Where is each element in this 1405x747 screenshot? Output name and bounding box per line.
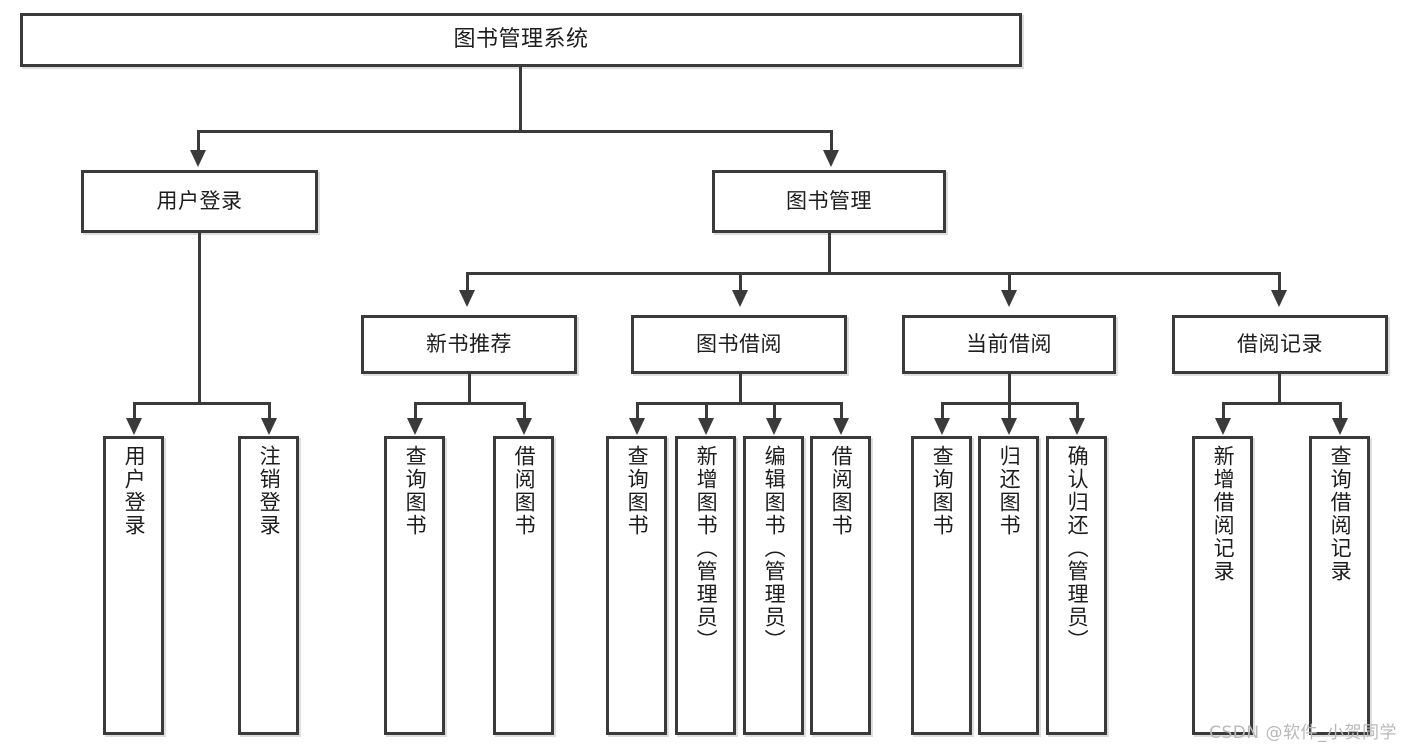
leaf-currentborrow-confirm-return-admin[interactable]: 确认归还（管理员）	[1046, 436, 1107, 735]
arrowhead-bm-child-3	[1001, 290, 1017, 307]
node-book-management[interactable]: 图书管理	[712, 170, 946, 233]
leaf-label: 查询图书	[403, 445, 428, 537]
connector-bookborrow-stem	[739, 374, 742, 402]
connector-currentborrow-stem	[1008, 374, 1011, 402]
leaf-bookborrow-query-book[interactable]: 查询图书	[606, 436, 667, 735]
leaf-label: 注销登录	[257, 445, 282, 537]
leaf-bookborrow-edit-book-admin[interactable]: 编辑图书（管理员）	[743, 436, 804, 735]
connector-newbook-bus	[414, 402, 526, 405]
connector-bookborrow-drop-2	[705, 402, 708, 420]
arrowhead-borrowrecord-leaf-2	[1332, 418, 1348, 435]
watermark-text: CSDN @软件_小贺同学	[1209, 723, 1397, 743]
connector-user-login-stem	[198, 233, 201, 402]
connector-user-login-drop-2	[268, 402, 271, 420]
connector-root-bus	[197, 130, 833, 133]
connector-currentborrow-drop-2	[1008, 402, 1011, 420]
connector-bm-drop-3	[1008, 272, 1011, 292]
node-label: 当前借阅	[966, 332, 1052, 357]
node-label: 新书推荐	[426, 332, 512, 357]
node-label: 借阅记录	[1237, 332, 1323, 357]
leaf-label: 编辑图书（管理员）	[762, 445, 787, 652]
connector-user-login-drop-1	[133, 402, 136, 420]
arrowhead-newbook-leaf-2	[516, 418, 532, 435]
arrowhead-bookborrow-leaf-1	[629, 418, 645, 435]
leaf-label: 用户登录	[122, 445, 147, 537]
connector-book-management-stem	[828, 233, 831, 272]
leaf-label: 确认归还（管理员）	[1065, 445, 1090, 652]
arrowhead-currentborrow-leaf-2	[1001, 418, 1017, 435]
node-current-borrow[interactable]: 当前借阅	[902, 315, 1116, 374]
leaf-currentborrow-query-book[interactable]: 查询图书	[911, 436, 972, 735]
arrowhead-bm-child-2	[732, 290, 748, 307]
node-root-book-management-system[interactable]: 图书管理系统	[20, 13, 1022, 67]
arrowhead-bookborrow-leaf-2	[698, 418, 714, 435]
connector-bookborrow-drop-3	[773, 402, 776, 420]
node-user-login[interactable]: 用户登录	[81, 170, 318, 233]
arrowhead-root-to-user-login	[190, 150, 206, 167]
connector-bookborrow-bus	[636, 402, 843, 405]
arrowhead-currentborrow-leaf-1	[934, 418, 950, 435]
node-label: 图书管理	[786, 189, 872, 214]
connector-root-stem	[519, 67, 522, 130]
node-new-book-recommend[interactable]: 新书推荐	[361, 315, 577, 374]
leaf-label: 新增图书（管理员）	[694, 445, 719, 652]
connector-root-to-book-management	[830, 130, 833, 152]
arrowhead-root-to-book-management	[823, 150, 839, 167]
arrowhead-user-login-leaf-1	[126, 418, 142, 435]
node-label: 图书管理系统	[453, 27, 589, 53]
connector-newbook-stem	[468, 374, 471, 402]
connector-borrowrecord-bus	[1222, 402, 1342, 405]
connector-currentborrow-drop-1	[941, 402, 944, 420]
connector-newbook-drop-2	[523, 402, 526, 420]
leaf-newbook-borrow-book[interactable]: 借阅图书	[493, 436, 554, 735]
connector-user-login-bus	[133, 402, 271, 405]
connector-root-to-user-login	[197, 130, 200, 152]
arrowhead-borrowrecord-leaf-1	[1215, 418, 1231, 435]
connector-bm-drop-4	[1278, 272, 1281, 292]
arrowhead-bm-child-1	[459, 290, 475, 307]
leaf-label: 借阅图书	[829, 445, 854, 537]
node-borrow-record[interactable]: 借阅记录	[1172, 315, 1388, 374]
leaf-borrowrecord-add-record[interactable]: 新增借阅记录	[1192, 436, 1253, 735]
connector-borrowrecord-stem	[1278, 374, 1281, 402]
leaf-user-login-logout[interactable]: 注销登录	[238, 436, 299, 735]
arrowhead-bookborrow-leaf-4	[833, 418, 849, 435]
leaf-borrowrecord-query-record[interactable]: 查询借阅记录	[1309, 436, 1370, 735]
leaf-label: 查询图书	[625, 445, 650, 537]
leaf-currentborrow-return-book[interactable]: 归还图书	[978, 436, 1039, 735]
connector-currentborrow-drop-3	[1076, 402, 1079, 420]
connector-bm-drop-2	[739, 272, 742, 292]
arrowhead-bookborrow-leaf-3	[766, 418, 782, 435]
arrowhead-currentborrow-leaf-3	[1069, 418, 1085, 435]
node-label: 图书借阅	[696, 332, 782, 357]
arrowhead-user-login-leaf-2	[261, 418, 277, 435]
connector-book-management-bus	[466, 272, 1281, 275]
leaf-user-login-login[interactable]: 用户登录	[103, 436, 164, 735]
node-label: 用户登录	[156, 189, 243, 214]
leaf-label: 归还图书	[997, 445, 1022, 537]
connector-bookborrow-drop-4	[840, 402, 843, 420]
leaf-bookborrow-borrow-book[interactable]: 借阅图书	[810, 436, 871, 735]
leaf-label: 借阅图书	[512, 445, 537, 537]
arrowhead-newbook-leaf-1	[407, 418, 423, 435]
connector-borrowrecord-drop-2	[1339, 402, 1342, 420]
arrowhead-bm-child-4	[1271, 290, 1287, 307]
leaf-newbook-query-book[interactable]: 查询图书	[384, 436, 445, 735]
connector-bm-drop-1	[466, 272, 469, 292]
leaf-label: 查询借阅记录	[1328, 445, 1353, 583]
leaf-bookborrow-add-book-admin[interactable]: 新增图书（管理员）	[675, 436, 736, 735]
connector-bookborrow-drop-1	[636, 402, 639, 420]
leaf-label: 查询图书	[930, 445, 955, 537]
node-book-borrow[interactable]: 图书借阅	[631, 315, 847, 374]
leaf-label: 新增借阅记录	[1211, 445, 1236, 583]
connector-borrowrecord-drop-1	[1222, 402, 1225, 420]
connector-newbook-drop-1	[414, 402, 417, 420]
